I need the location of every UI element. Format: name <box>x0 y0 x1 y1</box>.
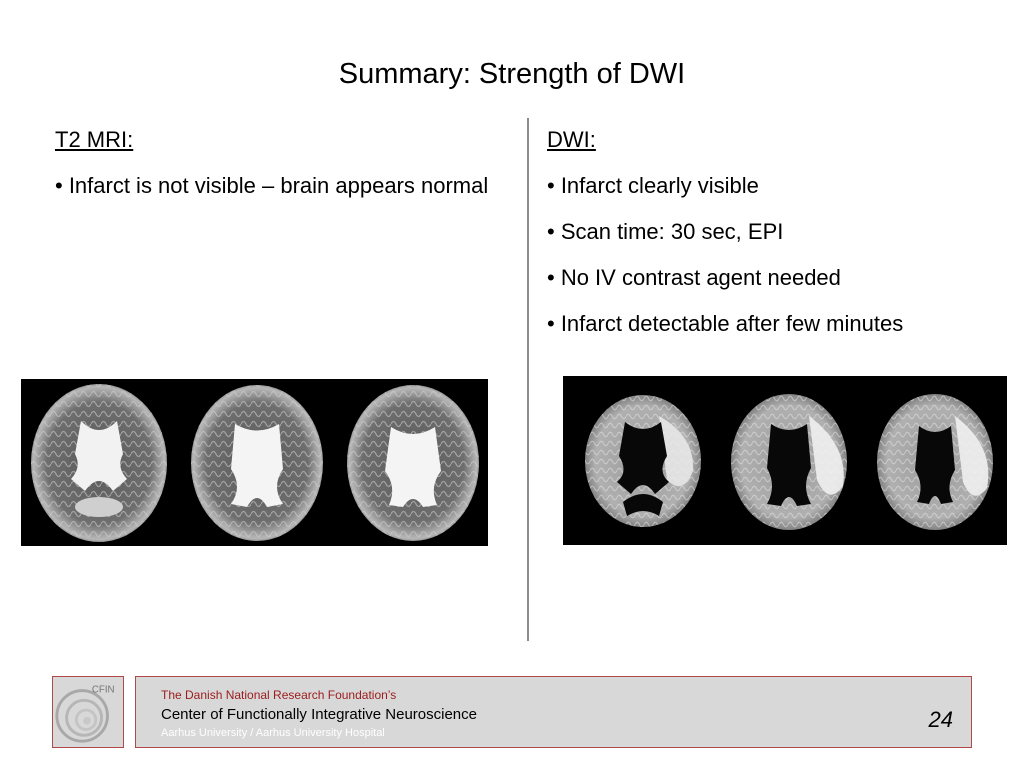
t2-mri-scan-image <box>21 379 488 546</box>
dwi-bullet-1: • Infarct clearly visible <box>547 173 759 198</box>
t2-mri-heading: T2 MRI: <box>55 127 134 152</box>
university-text: Aarhus University / Aarhus University Ho… <box>161 727 385 739</box>
t2-bullet-1: • Infarct is not visible – brain appears… <box>55 173 489 198</box>
logo-text: CFIN <box>92 685 115 696</box>
column-divider <box>527 118 529 641</box>
page-number: 24 <box>928 707 953 732</box>
dwi-bullet-3: • No IV contrast agent needed <box>547 265 841 290</box>
t2-slice-3 <box>347 385 479 541</box>
foundation-text: The Danish National Research Foundation’… <box>161 688 397 702</box>
dwi-slice-1 <box>585 395 701 527</box>
dwi-bullet-4: • Infarct detectable after few minutes <box>547 311 904 336</box>
t2-mri-scan-graphic <box>31 384 479 542</box>
footer-band: The Danish National Research Foundation’… <box>135 676 972 748</box>
dwi-slice-2 <box>731 394 847 530</box>
t2-slice-1 <box>31 384 167 542</box>
left-column: T2 MRI: • Infarct is not visible – brain… <box>55 125 495 217</box>
right-column: DWI: • Infarct clearly visible • Scan ti… <box>547 125 1007 355</box>
dwi-scan-graphic <box>585 394 993 530</box>
cfin-logo: CFIN <box>52 676 124 748</box>
t2-slice-2 <box>191 385 323 541</box>
dwi-heading: DWI: <box>547 127 596 152</box>
center-name: Center of Functionally Integrative Neuro… <box>161 706 477 723</box>
dwi-slice-3 <box>877 394 993 530</box>
dwi-scan-image <box>563 376 1007 545</box>
dwi-bullet-2: • Scan time: 30 sec, EPI <box>547 219 784 244</box>
spiral-shell-logo-icon: CFIN <box>55 685 115 743</box>
slide-title: Summary: Strength of DWI <box>338 58 686 90</box>
